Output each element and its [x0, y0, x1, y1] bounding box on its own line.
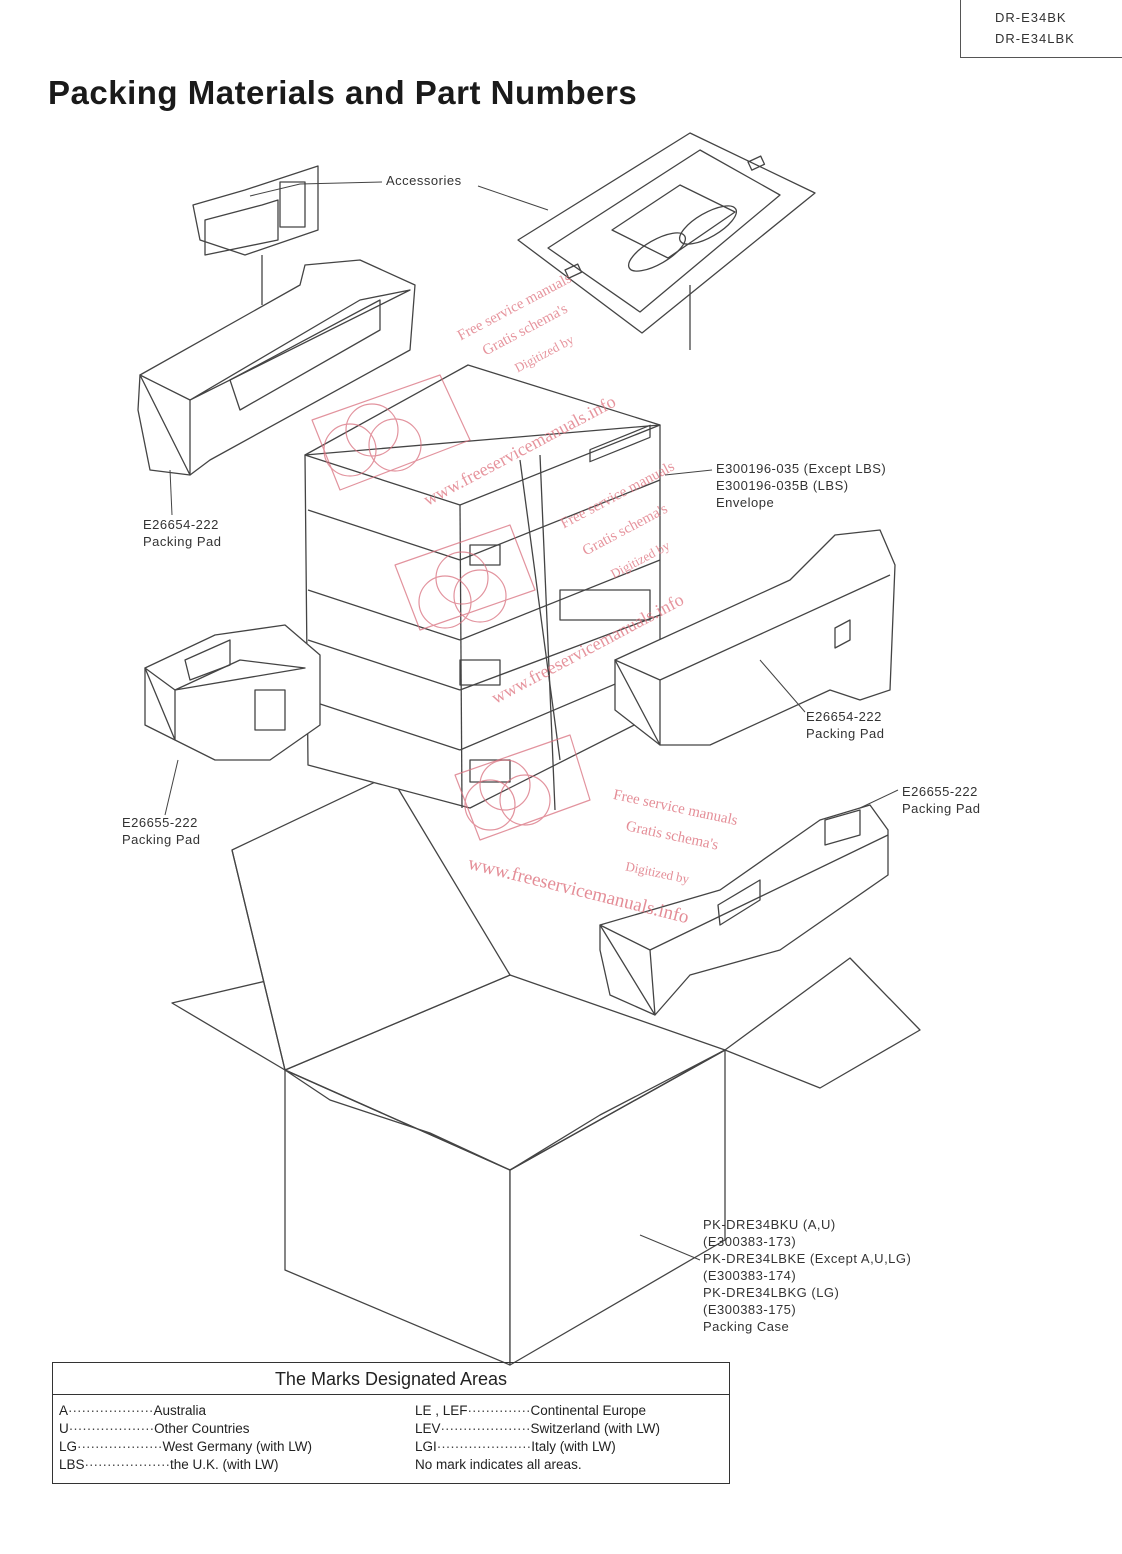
area-dots: ··················· — [68, 1421, 155, 1436]
packing-pad-bottom-left — [144, 624, 321, 761]
pad-bottom-left-name: Packing Pad — [122, 832, 201, 847]
area-dots: ·············· — [467, 1403, 531, 1418]
area-name: Switzerland (with LW) — [530, 1421, 660, 1436]
area-name: Continental Europe — [530, 1403, 647, 1418]
watermark-stamps — [311, 374, 591, 841]
area-code: U — [59, 1421, 69, 1436]
area-code: LG — [59, 1439, 78, 1454]
case-part-3-number: (E300383-175) — [703, 1302, 797, 1317]
label-envelope: E300196-035 (Except LBS) E300196-035B (L… — [716, 460, 886, 511]
model-number-1: DR-E34BK — [995, 10, 1067, 25]
area-code: LBS — [59, 1457, 85, 1472]
packing-case — [171, 774, 921, 1366]
area-row-a: A···················Australia — [59, 1403, 206, 1418]
pad-top-left-name: Packing Pad — [143, 534, 222, 549]
label-pad-top-right: E26654-222 Packing Pad — [806, 708, 885, 742]
model-number-box — [960, 0, 1122, 58]
case-part-1: PK-DRE34BKU (A,U) — [703, 1217, 836, 1232]
leader-lines — [164, 181, 899, 1261]
pad-bottom-right-name: Packing Pad — [902, 801, 981, 816]
area-name: West Germany (with LW) — [162, 1439, 312, 1454]
page-title: Packing Materials and Part Numbers — [48, 74, 638, 111]
remote-control — [192, 165, 319, 305]
label-packing-case: PK-DRE34BKU (A,U) (E300383-173) PK-DRE34… — [703, 1216, 911, 1335]
designated-areas-table: The Marks Designated Areas A············… — [52, 1362, 730, 1484]
area-name: Other Countries — [154, 1421, 250, 1436]
area-dots: ··················· — [68, 1403, 154, 1418]
area-dots: ··················· — [77, 1439, 163, 1454]
area-row-lgi: LGI·····················Italy (with LW) — [415, 1439, 616, 1454]
area-row-lbs: LBS···················the U.K. (with LW) — [59, 1457, 278, 1472]
area-code: LGI — [415, 1439, 437, 1454]
area-row-le: LE , LEF··············Continental Europe — [415, 1403, 646, 1418]
label-pad-bottom-left: E26655-222 Packing Pad — [122, 814, 201, 848]
case-part-3: PK-DRE34LBKG (LG) — [703, 1285, 840, 1300]
area-code: LE , LEF — [415, 1403, 468, 1418]
envelope-name: Envelope — [716, 495, 775, 510]
area-name: the U.K. (with LW) — [169, 1457, 279, 1472]
area-dots: ··················· — [84, 1457, 170, 1472]
envelope-part-1: E300196-035 (Except LBS) — [716, 461, 887, 476]
area-code: A — [59, 1403, 69, 1418]
case-name: Packing Case — [703, 1319, 790, 1334]
pad-top-left-part: E26654-222 — [143, 517, 219, 532]
packing-pad-top-right — [614, 529, 896, 746]
area-name: Australia — [153, 1403, 206, 1418]
stereo-system — [304, 364, 661, 811]
label-pad-top-left: E26654-222 Packing Pad — [143, 516, 222, 550]
area-code: LEV — [415, 1421, 441, 1436]
pad-top-right-name: Packing Pad — [806, 726, 885, 741]
area-dots: ···················· — [440, 1421, 531, 1436]
label-pad-bottom-right: E26655-222 Packing Pad — [902, 783, 981, 817]
packing-pad-top-left — [137, 259, 416, 476]
area-row-u: U···················Other Countries — [59, 1421, 249, 1436]
pad-top-right-part: E26654-222 — [806, 709, 882, 724]
envelope-part-2: E300196-035B (LBS) — [716, 478, 849, 493]
area-name: Italy (with LW) — [531, 1439, 616, 1454]
area-dots: ····················· — [436, 1439, 532, 1454]
packing-pad-bottom-right — [599, 804, 889, 1016]
area-row-lev: LEV····················Switzerland (with… — [415, 1421, 660, 1436]
model-number-2: DR-E34LBK — [995, 31, 1075, 46]
areas-note: No mark indicates all areas. — [415, 1457, 582, 1472]
pad-bottom-left-part: E26655-222 — [122, 815, 198, 830]
area-row-lg: LG···················West Germany (with … — [59, 1439, 312, 1454]
case-part-2-number: (E300383-174) — [703, 1268, 797, 1283]
label-accessories: Accessories — [386, 173, 462, 188]
pad-bottom-right-part: E26655-222 — [902, 784, 978, 799]
case-part-1-number: (E300383-173) — [703, 1234, 797, 1249]
areas-title: The Marks Designated Areas — [53, 1363, 729, 1395]
accessories-bag — [517, 132, 816, 350]
case-part-2: PK-DRE34LBKE (Except A,U,LG) — [703, 1251, 912, 1266]
